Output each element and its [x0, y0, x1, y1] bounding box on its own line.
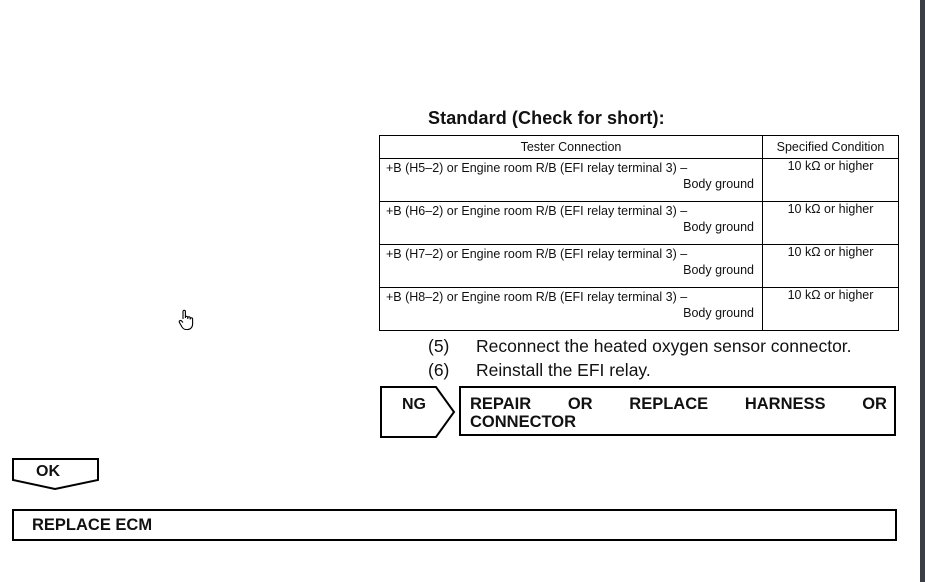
condition-cell: 10 kΩ or higher	[762, 244, 899, 288]
repair-line1: REPAIR OR REPLACE HARNESS OR	[470, 395, 887, 413]
step-text: Reconnect the heated oxygen sensor conne…	[476, 336, 852, 356]
repair-line2: CONNECTOR	[470, 413, 577, 431]
ng-arrow-shape	[380, 386, 456, 438]
ok-label: OK	[36, 463, 60, 480]
repair-word: REPLACE	[629, 395, 709, 413]
connection-line1: +B (H7–2) or Engine room R/B (EFI relay …	[386, 247, 688, 261]
header-tester-connection: Tester Connection	[379, 135, 763, 159]
header-specified-condition: Specified Condition	[762, 135, 899, 159]
connection-line2: Body ground	[683, 177, 754, 191]
connection-cell: +B (H5–2) or Engine room R/B (EFI relay …	[379, 158, 763, 202]
standard-title: Standard (Check for short):	[428, 108, 665, 128]
standard-table: Tester Connection Specified Condition +B…	[379, 135, 899, 331]
condition-cell: 10 kΩ or higher	[762, 158, 899, 202]
repair-word: HARNESS	[744, 395, 826, 413]
connection-line2: Body ground	[683, 220, 754, 234]
connection-line1: +B (H6–2) or Engine room R/B (EFI relay …	[386, 204, 688, 218]
connection-cell: +B (H8–2) or Engine room R/B (EFI relay …	[379, 287, 763, 331]
scrollbar-edge	[920, 0, 925, 582]
connection-line2: Body ground	[683, 306, 754, 320]
step-number: (5)	[428, 336, 450, 356]
repair-word: REPAIR	[470, 395, 532, 413]
ng-label: NG	[402, 396, 426, 413]
table-header-row: Tester Connection Specified Condition	[379, 135, 899, 159]
ok-arrow-shape	[12, 458, 99, 491]
condition-cell: 10 kΩ or higher	[762, 201, 899, 245]
ng-arrow: NG	[380, 386, 456, 443]
connection-line1: +B (H8–2) or Engine room R/B (EFI relay …	[386, 290, 688, 304]
connection-cell: +B (H6–2) or Engine room R/B (EFI relay …	[379, 201, 763, 245]
connection-line2: Body ground	[683, 263, 754, 277]
procedure-steps: (5) Reconnect the heated oxygen sensor c…	[428, 336, 852, 384]
step-item: (6) Reinstall the EFI relay.	[428, 360, 852, 384]
step-number: (6)	[428, 360, 450, 380]
step-item: (5) Reconnect the heated oxygen sensor c…	[428, 336, 852, 360]
ok-arrow: OK	[12, 458, 100, 495]
replace-ecm-box: REPLACE ECM	[12, 509, 897, 541]
repair-word: OR	[862, 395, 887, 413]
step-text: Reinstall the EFI relay.	[476, 360, 651, 380]
table-row: +B (H5–2) or Engine room R/B (EFI relay …	[379, 158, 899, 202]
hand-pointer-icon	[178, 309, 196, 336]
connection-cell: +B (H7–2) or Engine room R/B (EFI relay …	[379, 244, 763, 288]
repair-word: OR	[567, 395, 593, 413]
table-row: +B (H6–2) or Engine room R/B (EFI relay …	[379, 201, 899, 245]
table-row: +B (H7–2) or Engine room R/B (EFI relay …	[379, 244, 899, 288]
condition-cell: 10 kΩ or higher	[762, 287, 899, 331]
connection-line1: +B (H5–2) or Engine room R/B (EFI relay …	[386, 161, 688, 175]
repair-harness-box: REPAIR OR REPLACE HARNESS OR CONNECTOR	[459, 386, 896, 436]
table-row: +B (H8–2) or Engine room R/B (EFI relay …	[379, 287, 899, 331]
